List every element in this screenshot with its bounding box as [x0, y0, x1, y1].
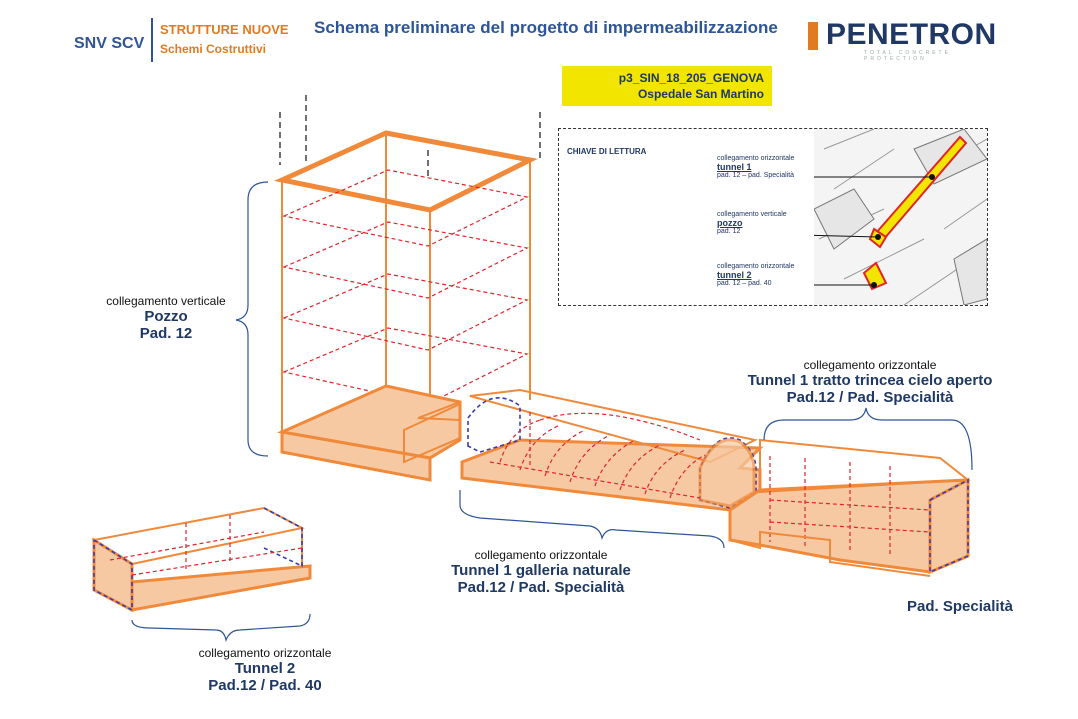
tunnel2 — [91, 506, 312, 613]
logo-text: PENETRON — [826, 18, 997, 51]
label-galleria-line1: Tunnel 1 galleria naturale — [451, 562, 631, 579]
key-item-title: tunnel 1 — [717, 162, 752, 172]
brand-line-1: STRUTTURE NUOVE — [160, 22, 289, 37]
label-specialita: Pad. Specialità — [907, 598, 1013, 615]
project-site: Ospedale San Martino — [637, 87, 764, 101]
label-galleria: collegamento orizzontale Tunnel 1 galler… — [436, 548, 646, 596]
bracket-pozzo — [235, 181, 269, 457]
key-item-tunnel2: collegamento orizzontale tunnel 2 pad. 1… — [717, 263, 794, 287]
label-galleria-small: collegamento orizzontale — [474, 548, 608, 562]
key-item-small: collegamento orizzontale — [717, 155, 795, 162]
label-trincea-line1: Tunnel 1 tratto trincea cielo aperto — [747, 372, 993, 389]
brand-line-2: Schemi Costruttivi — [160, 42, 267, 56]
project-tag: p3_SIN_18_205_GENOVA Ospedale San Martin… — [562, 66, 772, 106]
tunnel1-trincea — [728, 438, 971, 577]
bracket-galleria — [459, 490, 725, 549]
label-trincea-small: collegamento orizzontale — [803, 358, 937, 372]
key-item-pozzo: collegamento verticale pozzo pad. 12 — [717, 211, 787, 235]
key-map — [814, 129, 987, 305]
label-tunnel2-small: collegamento orizzontale — [198, 646, 332, 660]
key-item-tunnel1: collegamento orizzontale tunnel 1 pad. 1… — [717, 155, 794, 179]
key-item-title: tunnel 2 — [717, 270, 752, 280]
pozzo-shaft — [273, 95, 541, 482]
key-title: CHIAVE DI LETTURA — [567, 147, 647, 156]
key-item-small: collegamento orizzontale — [717, 263, 795, 270]
label-pozzo: collegamento verticale Pozzo Pad. 12 — [96, 294, 236, 342]
key-item-small: collegamento verticale — [717, 211, 787, 218]
label-tunnel2-line1: Tunnel 2 — [234, 660, 296, 677]
label-trincea: collegamento orizzontale Tunnel 1 tratto… — [740, 358, 1000, 406]
key-item-sub: pad. 12 — [717, 228, 741, 235]
logo-subtitle: TOTAL CONCRETE PROTECTION — [864, 50, 951, 62]
key-item-sub: pad. 12 – pad. 40 — [717, 280, 772, 287]
project-code: p3_SIN_18_205_GENOVA — [618, 71, 764, 85]
bracket-tunnel2 — [131, 613, 311, 643]
bracket-trincea — [763, 407, 973, 471]
org-label: SNV SCV — [74, 35, 145, 52]
label-pozzo-line1: Pozzo — [144, 308, 188, 325]
label-galleria-line2: Pad.12 / Pad. Specialità — [457, 579, 625, 596]
logo-mark-icon — [808, 22, 818, 50]
label-tunnel2-line2: Pad.12 / Pad. 40 — [208, 677, 322, 694]
key-item-sub: pad. 12 – pad. Specialità — [717, 172, 795, 179]
label-trincea-line2: Pad.12 / Pad. Specialità — [786, 389, 954, 406]
label-pozzo-line2: Pad. 12 — [139, 325, 193, 342]
page-title: Schema preliminare del progetto di imper… — [314, 18, 778, 37]
label-pozzo-small: collegamento verticale — [106, 294, 226, 308]
penetron-logo: PENETRON TOTAL CONCRETE PROTECTION — [808, 18, 996, 62]
key-item-title: pozzo — [717, 218, 743, 228]
tunnel1-galleria — [460, 388, 764, 512]
key-box: CHIAVE DI LETTURA collegamento orizzonta… — [558, 128, 988, 306]
label-tunnel2: collegamento orizzontale Tunnel 2 Pad.12… — [180, 646, 350, 694]
header-divider — [151, 18, 153, 62]
